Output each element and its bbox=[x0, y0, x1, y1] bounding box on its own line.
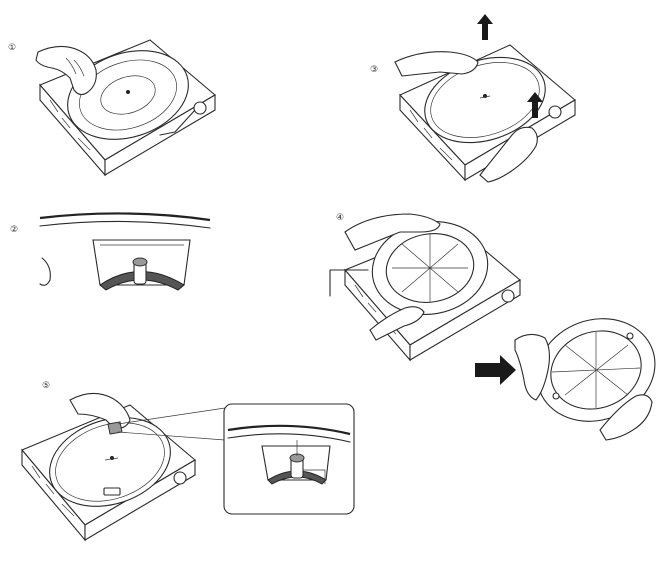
step-3-number: ③ bbox=[370, 65, 378, 75]
step-4-panel: ④ bbox=[329, 213, 656, 441]
up-arrow-icon bbox=[477, 14, 493, 40]
up-arrow-icon bbox=[527, 92, 543, 118]
step-2-panel: ② bbox=[10, 212, 211, 291]
step-1-number: ① bbox=[8, 43, 16, 53]
step-3-panel: ③ bbox=[370, 14, 576, 183]
right-arrow-icon bbox=[475, 355, 516, 385]
step-2-number: ② bbox=[10, 225, 18, 235]
step-4-number: ④ bbox=[336, 213, 344, 223]
step-5-number: ⑤ bbox=[42, 381, 50, 391]
step-1-panel: ① bbox=[8, 39, 216, 177]
step-5-panel: ⑤ bbox=[21, 381, 355, 542]
